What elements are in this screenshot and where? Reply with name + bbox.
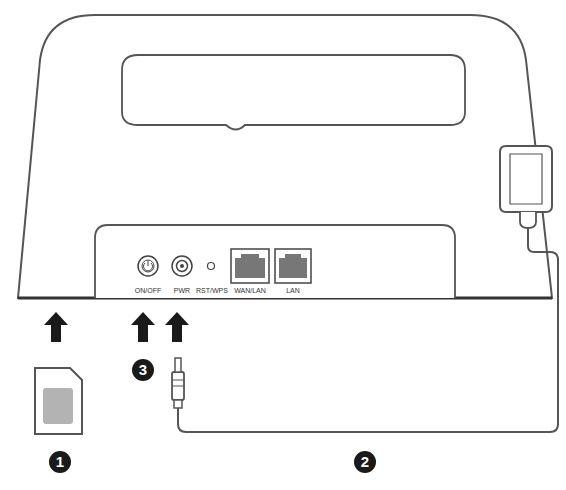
handle-cutout bbox=[122, 55, 465, 130]
dc-plug-tip bbox=[175, 358, 181, 372]
port-label: LAN bbox=[286, 287, 300, 294]
port-label: PWR bbox=[174, 287, 190, 294]
dc-plug-ridge bbox=[172, 386, 184, 387]
power-jack-pin bbox=[180, 264, 184, 268]
ethernet-socket bbox=[279, 254, 307, 278]
back-panel bbox=[95, 225, 455, 298]
power-adapter-face bbox=[510, 154, 542, 204]
dc-plug-strain-relief bbox=[174, 400, 182, 408]
power-jack bbox=[172, 256, 192, 276]
dc-plug-ridge bbox=[172, 380, 184, 381]
ethernet-socket bbox=[235, 254, 265, 278]
callout-number: 2 bbox=[354, 451, 376, 473]
power-jack-inner bbox=[177, 261, 188, 272]
port-label: WAN/LAN bbox=[234, 287, 266, 294]
power-cable bbox=[178, 228, 558, 432]
power-symbol bbox=[148, 261, 149, 266]
power-adapter bbox=[500, 146, 552, 212]
insert-arrows bbox=[44, 312, 189, 342]
router-housing bbox=[18, 15, 552, 298]
ethernet-port bbox=[231, 249, 269, 283]
sim-chip bbox=[43, 388, 73, 424]
sim-card bbox=[35, 368, 82, 434]
reset-hole bbox=[208, 263, 215, 270]
adapter-cable-boot bbox=[520, 212, 536, 228]
port-label: RST/WPS bbox=[196, 287, 228, 294]
callout-number: 1 bbox=[49, 451, 71, 473]
dc-plug bbox=[172, 372, 184, 400]
callout-number: 3 bbox=[132, 359, 154, 381]
power-button bbox=[138, 256, 158, 276]
ethernet-port bbox=[275, 249, 311, 283]
power-button-inner bbox=[142, 260, 154, 272]
port-label: ON/OFF bbox=[135, 287, 161, 294]
